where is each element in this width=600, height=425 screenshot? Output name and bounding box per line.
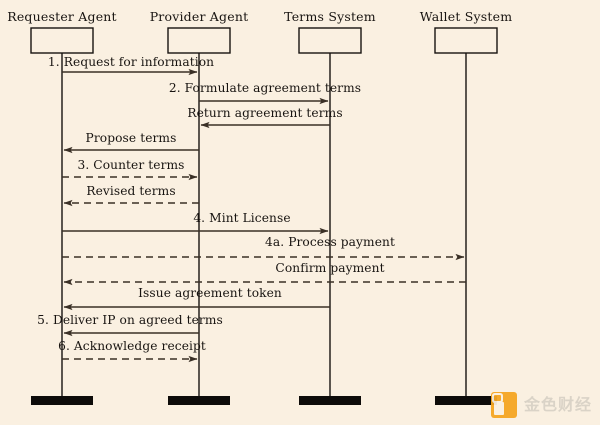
message-10[interactable]: Issue agreement token (63, 286, 330, 311)
lifeline-label-provider: Provider Agent (150, 9, 249, 24)
message-label-11: 5. Deliver IP on agreed terms (37, 313, 223, 327)
lifeline-label-wallet: Wallet System (420, 9, 513, 24)
lifeline-label-terms: Terms System (284, 9, 376, 24)
message-4[interactable]: Propose terms (63, 131, 199, 154)
message-label-9: Confirm payment (275, 261, 384, 275)
lifelines-layer: Requester Agent Provider Agent Terms Syste… (7, 9, 512, 405)
message-11[interactable]: 5. Deliver IP on agreed terms (37, 313, 223, 337)
messages-layer: 1. Request for information 2. Formulate a… (37, 55, 466, 363)
message-2[interactable]: 2. Formulate agreement terms (169, 81, 361, 105)
lifeline-box-terms[interactable] (298, 27, 362, 54)
lifeline-terminator-provider (168, 396, 230, 405)
jinse-logo-icon (490, 392, 517, 418)
message-label-10: Issue agreement token (138, 286, 282, 300)
message-label-12: 6. Acknowledge receipt (58, 339, 206, 353)
watermark-text: 金色财经 (523, 395, 592, 414)
lifeline-terminator-requester (31, 396, 93, 405)
lifeline-label-requester: Requester Agent (7, 9, 117, 24)
watermark: 金色财经 (490, 392, 592, 418)
message-6[interactable]: Revised terms (63, 184, 199, 207)
message-label-1: 1. Request for information (48, 55, 214, 69)
message-label-5: 3. Counter terms (77, 158, 184, 172)
lifeline-provider[interactable]: Provider Agent (150, 9, 249, 405)
lifeline-wallet[interactable]: Wallet System (420, 9, 513, 405)
message-1[interactable]: 1. Request for information (48, 55, 214, 76)
lifeline-terms[interactable]: Terms System (284, 9, 376, 405)
message-12[interactable]: 6. Acknowledge receipt (58, 339, 206, 363)
message-5[interactable]: 3. Counter terms (62, 158, 198, 181)
message-3[interactable]: Return agreement terms (187, 106, 343, 129)
lifeline-box-requester[interactable] (30, 27, 94, 54)
lifeline-terminator-terms (299, 396, 361, 405)
message-label-3: Return agreement terms (187, 106, 342, 120)
message-9[interactable]: Confirm payment (63, 261, 466, 286)
message-8[interactable]: 4a. Process payment (62, 235, 465, 261)
message-label-7: 4. Mint License (193, 211, 290, 225)
message-label-8: 4a. Process payment (265, 235, 395, 249)
lifeline-box-provider[interactable] (167, 27, 231, 54)
message-label-6: Revised terms (86, 184, 175, 198)
lifeline-requester[interactable]: Requester Agent (7, 9, 117, 405)
message-label-2: 2. Formulate agreement terms (169, 81, 361, 95)
message-7[interactable]: 4. Mint License (62, 211, 329, 235)
message-label-4: Propose terms (86, 131, 177, 145)
lifeline-box-wallet[interactable] (434, 27, 498, 54)
lifeline-terminator-wallet (435, 396, 497, 405)
